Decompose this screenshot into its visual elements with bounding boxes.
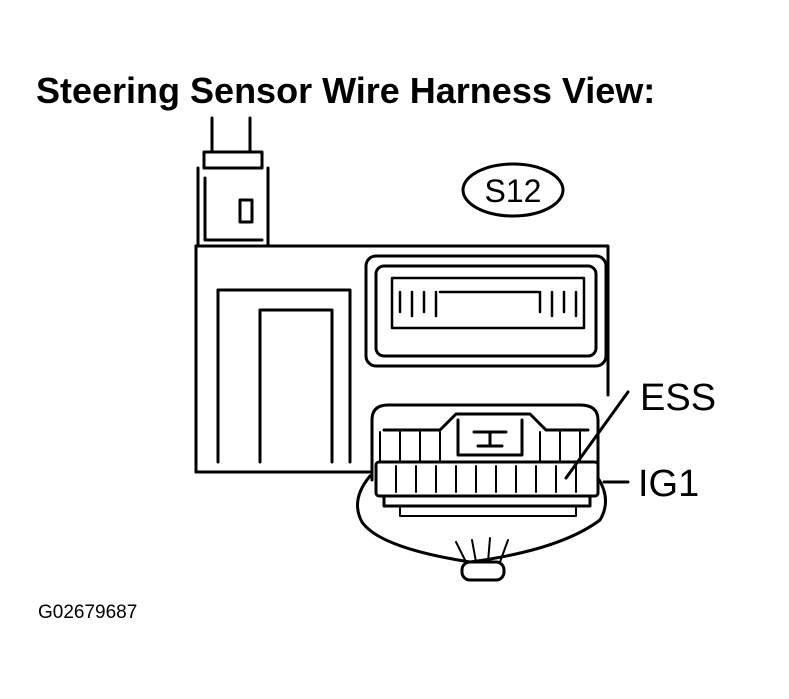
figure-id: G02679687 xyxy=(38,602,138,623)
pin-label-ess: ESS xyxy=(640,377,716,419)
connector-code: S12 xyxy=(485,173,542,209)
diagram-title: Steering Sensor Wire Harness View: xyxy=(36,70,656,111)
top-clip xyxy=(196,116,270,248)
pin-label-ig1: IG1 xyxy=(638,463,699,505)
harness-connector xyxy=(370,403,600,517)
leader-lines xyxy=(564,390,630,484)
wire-bundle xyxy=(356,474,607,582)
connector-code-oval xyxy=(461,162,565,218)
sensor-body xyxy=(194,244,610,474)
upper-socket xyxy=(364,254,608,368)
